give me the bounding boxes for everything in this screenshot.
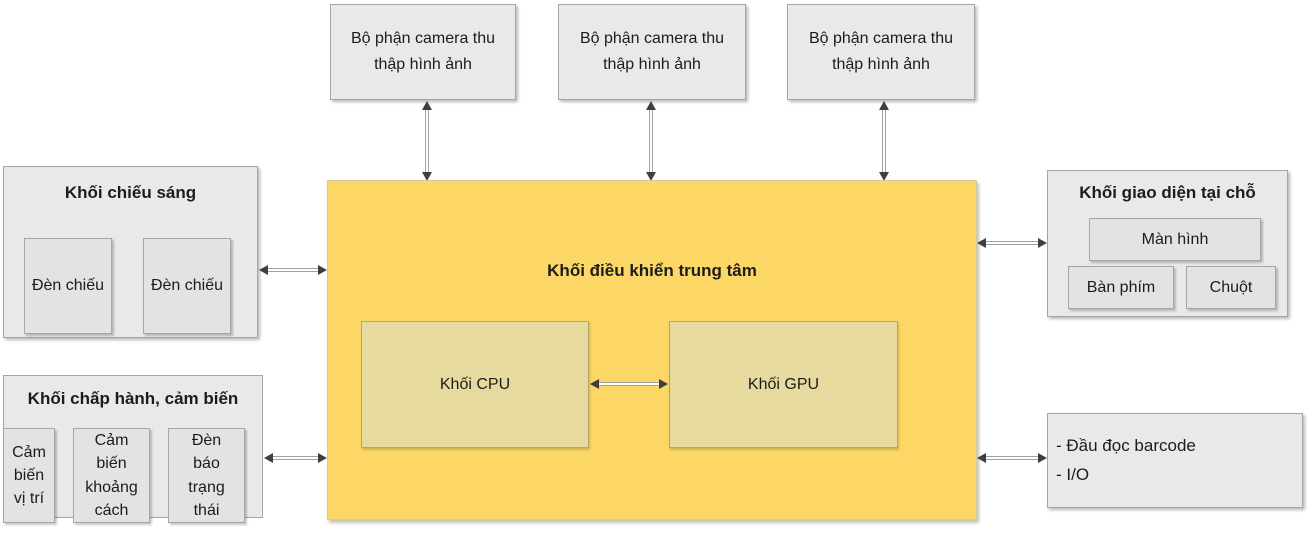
mouse-box: Chuột <box>1186 266 1276 309</box>
arrow-down-icon <box>422 172 432 181</box>
monitor-label: Màn hình <box>1141 230 1209 248</box>
lamp-label: Đèn chiếu <box>150 277 224 294</box>
sensor-box-distance: Cảm biến khoảng cách <box>73 428 150 523</box>
arrow-shaft <box>649 110 653 172</box>
arrow-left-icon <box>264 453 273 463</box>
lamp-label: Đèn chiếu <box>31 277 105 294</box>
arrow-shaft <box>882 110 886 172</box>
camera-unit-box-1: Bộ phận camera thu thập hình ảnh <box>330 4 516 100</box>
lamp-box-2: Đèn chiếu <box>143 238 231 334</box>
arrow-camera-2 <box>646 101 656 181</box>
lighting-block: Khối chiếu sáng Đèn chiếu Đèn chiếu <box>3 166 258 338</box>
camera-unit-box-3: Bộ phận camera thu thập hình ảnh <box>787 4 975 100</box>
central-control-title: Khối điều khiển trung tâm <box>547 261 757 280</box>
arrow-down-icon <box>646 172 656 181</box>
arrow-left-icon <box>977 238 986 248</box>
keyboard-box: Bàn phím <box>1068 266 1174 309</box>
camera-unit-label: Bộ phận camera thu thập hình ảnh <box>579 30 725 73</box>
arrow-right-icon <box>1038 238 1047 248</box>
camera-unit-box-2: Bộ phận camera thu thập hình ảnh <box>558 4 746 100</box>
status-lamp-box: Đèn báo trạng thái <box>168 428 245 523</box>
arrow-left-icon <box>977 453 986 463</box>
arrow-right-icon <box>318 265 327 275</box>
interface-block: Khối giao diện tại chỗ Màn hình Bàn phím… <box>1047 170 1288 317</box>
sensor-label: Cảm biến khoảng cách <box>85 432 138 519</box>
cpu-box: Khối CPU <box>361 321 589 448</box>
cpu-label: Khối CPU <box>439 375 511 393</box>
interface-block-title: Khối giao diện tại chỗ <box>1079 183 1256 202</box>
camera-unit-label: Bộ phận camera thu thập hình ảnh <box>350 30 496 73</box>
arrow-shaft <box>986 456 1038 460</box>
monitor-box: Màn hình <box>1089 218 1261 261</box>
arrow-up-icon <box>422 101 432 110</box>
lighting-block-title: Khối chiếu sáng <box>64 183 197 202</box>
arrow-shaft <box>273 456 318 460</box>
gpu-box: Khối GPU <box>669 321 898 448</box>
peripheral-line-io: - I/O <box>1056 464 1090 484</box>
arrow-shaft <box>986 241 1038 245</box>
lamp-box-1: Đèn chiếu <box>24 238 112 334</box>
arrow-cpu-gpu <box>590 379 668 389</box>
sensor-box-position: Cảm biến vị trí <box>3 428 55 523</box>
arrow-shaft <box>599 382 659 386</box>
arrow-right-icon <box>659 379 668 389</box>
arrow-right-icon <box>1038 453 1047 463</box>
arrow-left-icon <box>259 265 268 275</box>
mouse-label: Chuột <box>1209 278 1253 296</box>
arrow-left-icon <box>590 379 599 389</box>
arrow-down-icon <box>879 172 889 181</box>
arrow-lighting <box>259 265 327 275</box>
arrow-shaft <box>268 268 318 272</box>
arrow-actuator <box>264 453 327 463</box>
arrow-camera-3 <box>879 101 889 181</box>
arrow-up-icon <box>646 101 656 110</box>
actuator-block-title: Khối chấp hành, cảm biến <box>27 389 239 408</box>
gpu-label: Khối GPU <box>747 375 820 393</box>
arrow-camera-1 <box>422 101 432 181</box>
arrow-peripheral <box>977 453 1047 463</box>
arrow-interface <box>977 238 1047 248</box>
central-control-block: Khối điều khiển trung tâm Khối CPU Khối … <box>327 180 977 520</box>
peripheral-line-barcode: - Đầu đọc barcode <box>1056 436 1196 456</box>
arrow-up-icon <box>879 101 889 110</box>
peripheral-box: - Đầu đọc barcode - I/O <box>1047 413 1303 508</box>
arrow-shaft <box>425 110 429 172</box>
camera-unit-label: Bộ phận camera thu thập hình ảnh <box>808 30 954 73</box>
sensor-label: Đèn báo trạng thái <box>188 432 225 519</box>
arrow-right-icon <box>318 453 327 463</box>
keyboard-label: Bàn phím <box>1086 278 1156 296</box>
sensor-label: Cảm biến vị trí <box>12 443 46 508</box>
